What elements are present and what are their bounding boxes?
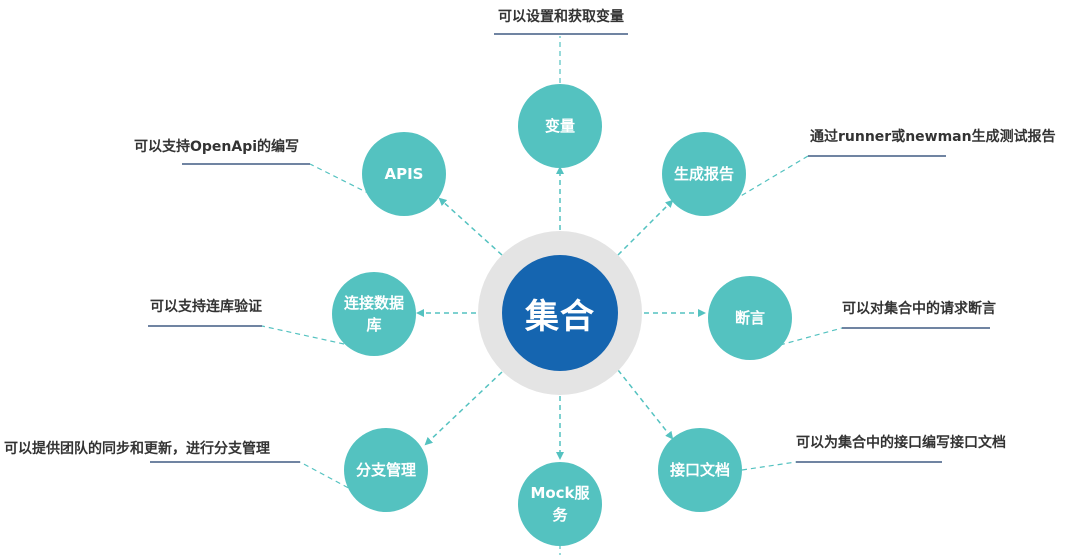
- desc-docs: 可以为集合中的接口编写接口文档: [796, 435, 1006, 451]
- node-docs: 接口文档: [658, 428, 742, 512]
- desc-apis: 可以支持OpenApi的编写: [134, 139, 300, 155]
- desc-branch: 可以提供团队的同步和更新，进行分支管理: [4, 441, 270, 457]
- desc-vars: 可以设置和获取变量: [498, 9, 624, 25]
- node-db: 连接数据库: [332, 272, 416, 356]
- arrow-to-report: [617, 199, 674, 256]
- node-assert: 断言: [708, 276, 792, 360]
- node-apis: APIS: [362, 132, 446, 216]
- leader-assert: [779, 327, 843, 346]
- arrow-to-apis: [438, 197, 503, 256]
- desc-report: 通过runner或newman生成测试报告: [810, 129, 1056, 145]
- arrow-to-docs: [617, 369, 674, 440]
- node-report: 生成报告: [662, 132, 746, 216]
- leader-db: [261, 325, 345, 345]
- node-branch: 分支管理: [344, 428, 428, 512]
- desc-db: 可以支持连库验证: [150, 299, 262, 315]
- node-vars: 变量: [518, 84, 602, 168]
- leader-apis: [309, 163, 371, 195]
- node-mock: Mock服务: [518, 462, 602, 546]
- leader-docs: [741, 461, 797, 471]
- center-node: 集合: [502, 255, 618, 371]
- arrow-to-branch: [424, 371, 503, 446]
- desc-assert: 可以对集合中的请求断言: [842, 301, 996, 317]
